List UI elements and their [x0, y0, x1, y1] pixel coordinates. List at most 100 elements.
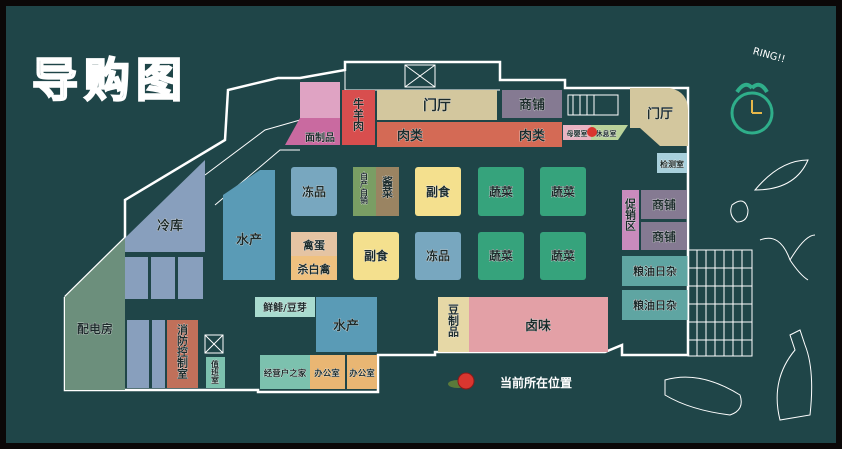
room-label: 消防控制室 [176, 323, 189, 379]
stall-veg-3[interactable] [478, 232, 524, 280]
room-label: 门厅 [647, 106, 673, 122]
room-label: 经营户之家 [264, 368, 307, 379]
room-office-2[interactable] [347, 355, 377, 389]
room-label: 休息室 [595, 129, 617, 138]
page-title: 导购图 [31, 52, 188, 108]
room-inspection[interactable] [657, 153, 687, 173]
room-label: 鲜鲱/豆芽 [263, 301, 307, 314]
room-label: 冷库 [157, 218, 183, 234]
room-label: 杀白禽 [298, 262, 332, 276]
room-aquatic-1[interactable] [223, 170, 275, 280]
current-location-legend: 当前所在位置 [448, 372, 572, 390]
room-label: 办公室 [314, 368, 340, 379]
room-label: 面制品 [305, 131, 335, 144]
bottle-doodle [776, 329, 813, 421]
room-lobby-top[interactable] [377, 90, 497, 120]
stall-veg-2[interactable] [540, 167, 586, 216]
room-label: 副食 [426, 184, 451, 199]
room-power[interactable] [65, 238, 125, 390]
room-label: 商铺 [652, 197, 676, 212]
room-label: 禽蛋 [302, 238, 326, 252]
pepper-doodle [730, 200, 749, 223]
cold-room [125, 257, 148, 299]
room-label: 酱菜 [381, 175, 395, 199]
room-label: 检测室 [660, 159, 684, 169]
room-label: 肉类 [397, 128, 424, 144]
room-cold-storage[interactable] [125, 160, 205, 252]
stall-poultry-egg[interactable] [291, 232, 337, 256]
room-label: 促销区 [624, 197, 638, 232]
basil-doodle [759, 234, 816, 281]
room-label: 配电房 [77, 321, 113, 336]
current-location-marker [587, 127, 597, 137]
room-beef-mutton[interactable] [342, 90, 375, 145]
room-lobby-right[interactable] [630, 88, 688, 146]
room-label: 水产 [236, 232, 262, 248]
room-shop-r1[interactable] [641, 190, 687, 219]
room-label: 自产自销 [360, 171, 369, 205]
stair-box [344, 62, 500, 91]
room-braised[interactable] [469, 297, 608, 352]
stall-slaughtered-poultry[interactable] [291, 256, 337, 280]
room-noodle[interactable] [285, 118, 340, 145]
room-mother-baby[interactable] [563, 125, 591, 140]
floor-plan: 面制品 牛羊肉 门厅 肉类 商铺 肉类 母婴室 休息室 门厅 检测室 促销区 商… [63, 46, 816, 421]
room-meat-2[interactable] [478, 122, 562, 147]
room-promotion[interactable] [622, 190, 639, 250]
room-label: 商铺 [652, 229, 676, 244]
storage-room [127, 320, 149, 388]
room-label: 副食 [364, 248, 389, 263]
elevator-icon [404, 64, 436, 88]
stall-frozen-1[interactable] [291, 167, 337, 216]
stall-veg-4[interactable] [540, 232, 586, 280]
room-label: 粮油日杂 [633, 298, 677, 312]
room-noodle-upper [300, 82, 340, 118]
stall-groceries-1[interactable] [415, 167, 461, 216]
room-grain-oil-2[interactable] [622, 290, 688, 320]
room-duty[interactable] [206, 357, 225, 388]
shopping-guide-board: 面制品 牛羊肉 门厅 肉类 商铺 肉类 母婴室 休息室 门厅 检测室 促销区 商… [6, 6, 836, 443]
room-label: 母婴室 [567, 129, 588, 138]
room-label: 商铺 [519, 97, 545, 113]
cold-room [151, 257, 175, 299]
stall-veg-1[interactable] [478, 167, 524, 216]
room-rest[interactable] [591, 125, 628, 140]
room-label: 蔬菜 [551, 184, 575, 199]
room-meat-1[interactable] [377, 122, 497, 147]
room-label: 门厅 [423, 97, 451, 114]
room-label: 豆制品 [447, 304, 460, 338]
room-label: 卤味 [525, 318, 551, 334]
room-label: 蔬菜 [489, 248, 513, 263]
parking-grid [687, 249, 753, 357]
room-tofu[interactable] [438, 297, 469, 352]
room-label: 粮油日杂 [633, 264, 677, 278]
room-label: 冻品 [426, 248, 450, 263]
room-office-1[interactable] [310, 355, 345, 389]
room-grain-oil-1[interactable] [622, 256, 688, 286]
room-label: 值班室 [211, 359, 220, 385]
stall-frozen-2[interactable] [415, 232, 461, 280]
legend-label: 当前所在位置 [500, 375, 572, 390]
room-label: 冻品 [302, 184, 326, 199]
inner-corridor [204, 119, 301, 176]
room-label: 肉类 [519, 128, 546, 144]
room-sprouts[interactable] [255, 297, 315, 317]
alarm-clock-doodle: RING!! [730, 46, 786, 135]
leaf-doodle [753, 159, 809, 191]
doodle-text: RING!! [751, 46, 786, 65]
stall-groceries-2[interactable] [353, 232, 399, 280]
room-label: 办公室 [349, 368, 375, 379]
flower-location-icon [457, 372, 475, 390]
stall-pickles[interactable] [376, 167, 399, 216]
outer-wall [63, 60, 690, 394]
room-fire-control[interactable] [167, 320, 198, 388]
room-label: 蔬菜 [551, 248, 575, 263]
room-shop-top[interactable] [502, 90, 562, 118]
room-merchants-home[interactable] [260, 355, 310, 389]
room-shop-r2[interactable] [641, 222, 687, 250]
cold-room [178, 257, 203, 299]
stall-self-produced[interactable] [353, 167, 376, 216]
food-doodle [664, 376, 742, 416]
room-aquatic-2[interactable] [316, 297, 377, 352]
escalator-top [567, 94, 619, 116]
